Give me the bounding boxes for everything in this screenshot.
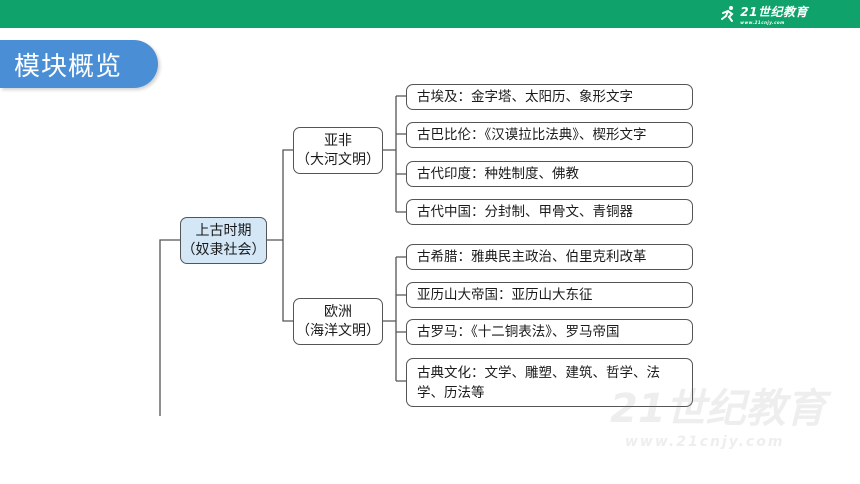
top-bar: 21世纪教育 www.21cnjy.com (0, 0, 860, 28)
leaf-node: 古罗马：《十二铜表法》、罗马帝国 (406, 319, 693, 345)
root-node: 上古时期 （奴隶社会） (180, 217, 267, 264)
branch-node-asia-africa: 亚非 （大河文明） (293, 127, 383, 174)
watermark: 21世纪教育 www.21cnjy.com (530, 378, 830, 450)
watermark-url: www.21cnjy.com (625, 434, 785, 450)
leaf-node: 古埃及：金字塔、太阳历、象形文字 (406, 84, 693, 110)
title-tab: 模块概览 (0, 40, 158, 88)
branch-title: 亚非 (324, 133, 352, 149)
branch-node-europe: 欧洲 （海洋文明） (293, 298, 383, 345)
branch-subtitle: （大河文明） (296, 152, 380, 168)
site-logo[interactable]: 21世纪教育 www.21cnjy.com (719, 4, 808, 25)
watermark-text: 21世纪教育 (610, 386, 826, 432)
leaf-node: 古典文化：文学、雕塑、建筑、哲学、法学、历法等 (406, 358, 693, 407)
leaf-node: 古希腊：雅典民主政治、伯里克利改革 (406, 244, 693, 270)
logo-url: www.21cnjy.com (740, 20, 785, 25)
leaf-node: 古代中国：分封制、甲骨文、青铜器 (406, 199, 693, 225)
runner-icon (721, 6, 734, 22)
root-subtitle: （奴隶社会） (181, 242, 266, 258)
leaf-node: 古代印度：种姓制度、佛教 (406, 161, 693, 187)
leaf-node: 古巴比伦：《汉谟拉比法典》、楔形文字 (406, 122, 693, 148)
root-title: 上古时期 (195, 223, 252, 239)
branch-subtitle: （海洋文明） (296, 323, 380, 339)
logo-text: 21世纪教育 (740, 5, 808, 19)
branch-title: 欧洲 (324, 304, 352, 320)
page-title: 模块概览 (14, 51, 123, 82)
leaf-node: 亚历山大帝国：亚历山大东征 (406, 282, 693, 308)
